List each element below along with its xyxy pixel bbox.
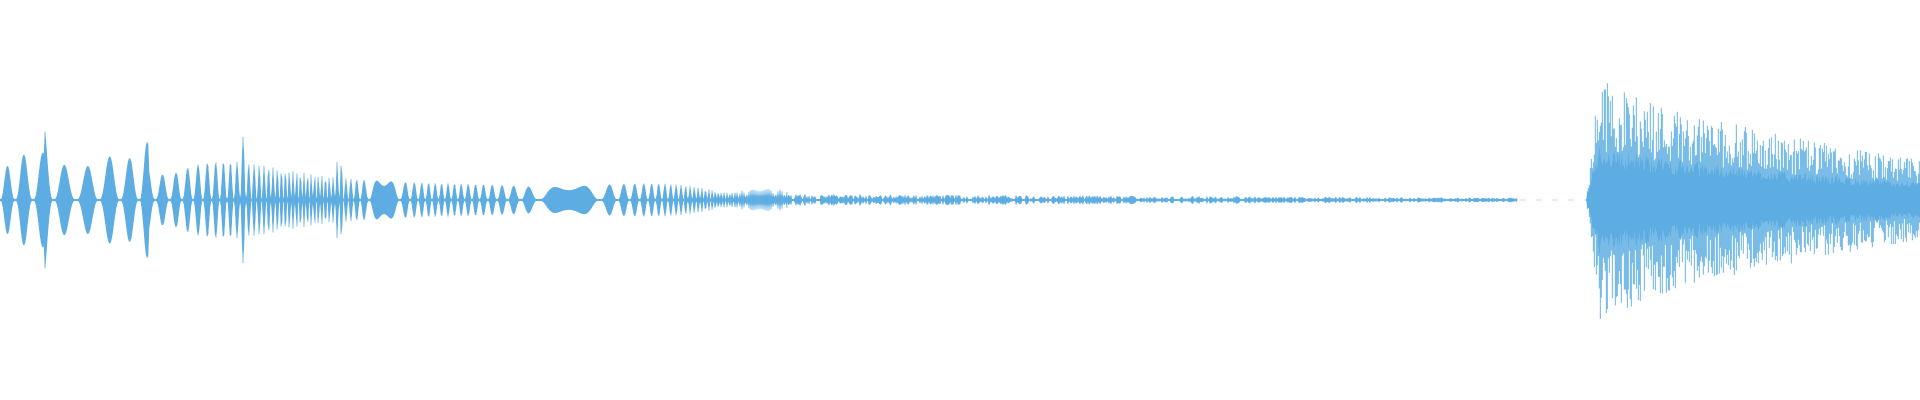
waveform-pulses-envelope [0, 131, 1518, 269]
noise-burst-core [1586, 145, 1920, 255]
waveform-noise-spikes [1586, 83, 1920, 319]
